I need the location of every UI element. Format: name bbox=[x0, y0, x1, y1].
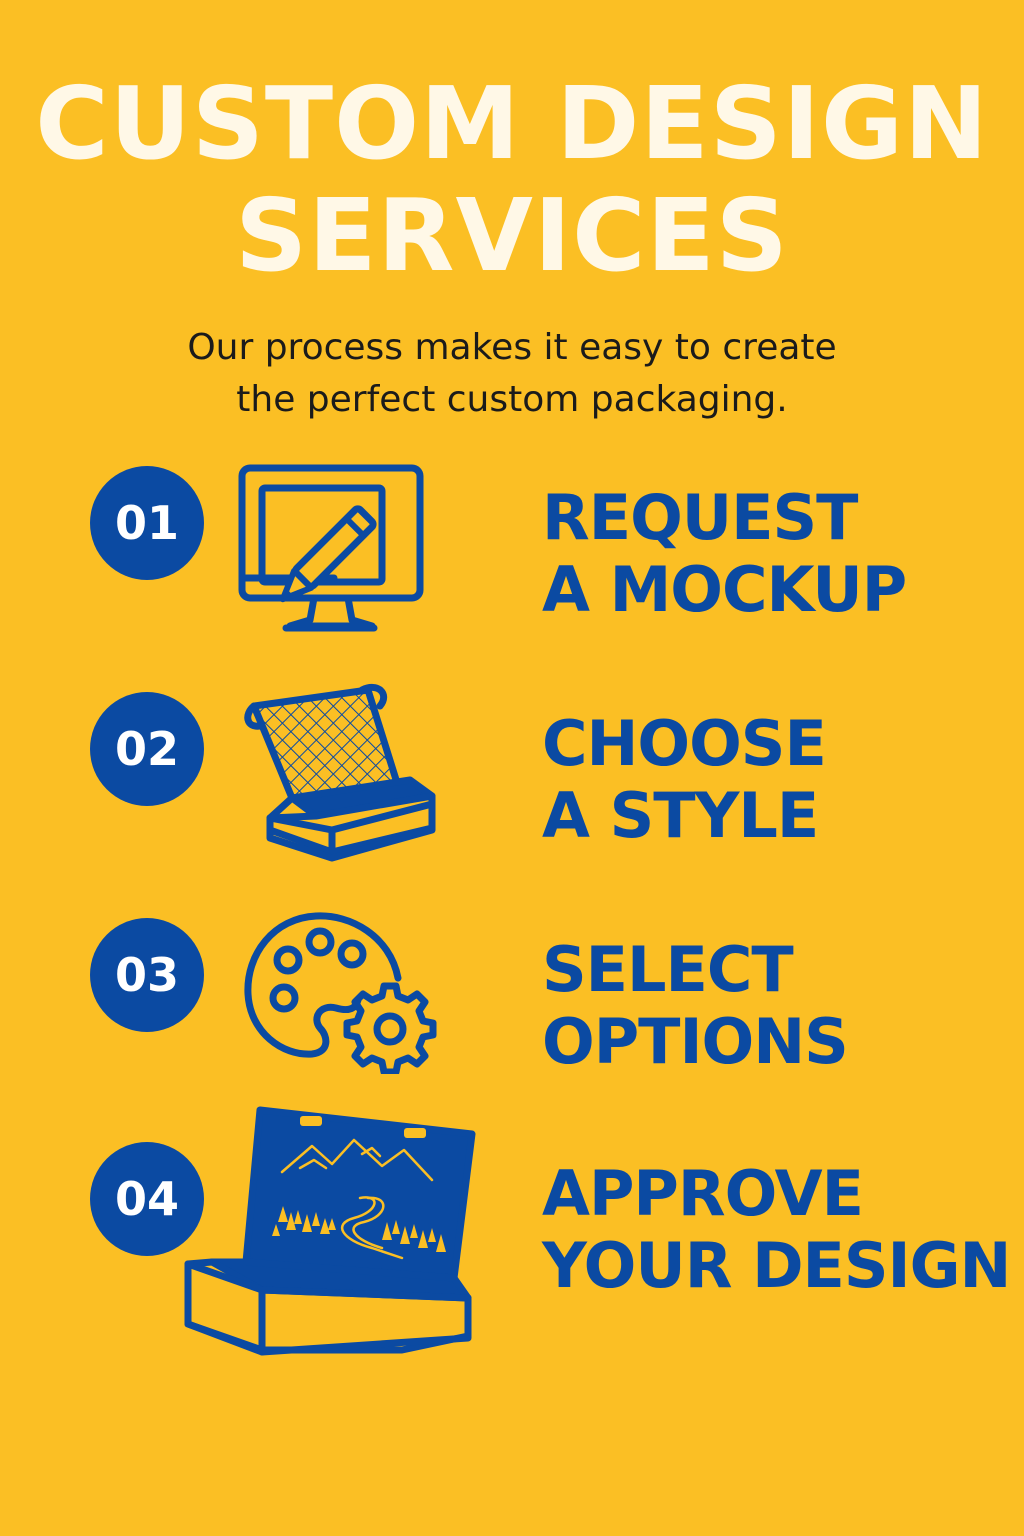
open-box-icon bbox=[244, 683, 436, 862]
step-3-label-line-1: SELECT bbox=[542, 933, 794, 1006]
monitor-pen-icon bbox=[238, 464, 424, 632]
subtitle-line-2: the perfect custom packaging. bbox=[236, 379, 788, 420]
title-line-2: SERVICES bbox=[235, 177, 789, 294]
palette-gear-icon bbox=[244, 912, 437, 1074]
subtitle-line-1: Our process makes it easy to create bbox=[187, 327, 837, 368]
step-2: 02 CHOOSE A STYLE bbox=[0, 683, 1024, 912]
step-1: 01 REQUEST A MOCKUP bbox=[0, 464, 1024, 686]
step-1-label-line-2: A MOCKUP bbox=[542, 553, 907, 626]
step-1-badge: 01 bbox=[90, 466, 204, 580]
step-4-label: APPROVE YOUR DESIGN bbox=[542, 1157, 1011, 1302]
step-2-label-line-2: A STYLE bbox=[542, 779, 819, 852]
step-3-label: SELECT OPTIONS bbox=[542, 933, 849, 1078]
step-2-badge: 02 bbox=[90, 692, 204, 806]
step-3-badge: 03 bbox=[90, 918, 204, 1032]
page-title: CUSTOM DESIGN SERVICES bbox=[0, 68, 1024, 292]
step-3-label-line-2: OPTIONS bbox=[542, 1005, 849, 1078]
step-4-label-line-2: YOUR DESIGN bbox=[542, 1229, 1011, 1302]
step-3: 03 SELECT OPTIONS bbox=[0, 912, 1024, 1138]
step-4-badge: 04 bbox=[90, 1142, 204, 1256]
step-1-label-line-1: REQUEST bbox=[542, 481, 858, 554]
step-4: 04 bbox=[0, 1106, 1024, 1362]
step-1-label: REQUEST A MOCKUP bbox=[542, 481, 907, 626]
title-line-1: CUSTOM DESIGN bbox=[35, 65, 989, 182]
step-4-label-line-1: APPROVE bbox=[542, 1157, 864, 1230]
step-2-label: CHOOSE A STYLE bbox=[542, 707, 827, 852]
printed-box-icon bbox=[184, 1106, 476, 1356]
step-2-label-line-1: CHOOSE bbox=[542, 707, 827, 780]
page-subtitle: Our process makes it easy to create the … bbox=[0, 322, 1024, 426]
